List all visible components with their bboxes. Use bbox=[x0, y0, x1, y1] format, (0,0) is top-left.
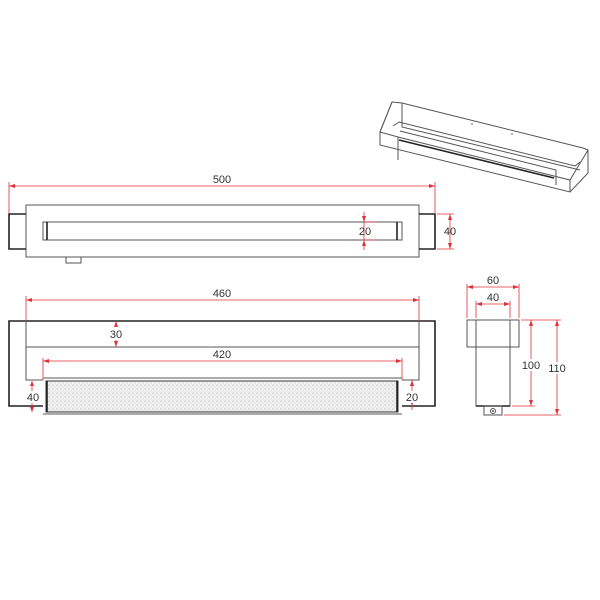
arrow bbox=[448, 243, 452, 249]
top-tab bbox=[65, 256, 82, 264]
side-flange bbox=[466, 319, 520, 348]
front-outer bbox=[8, 320, 436, 407]
label-bg bbox=[546, 362, 568, 374]
top-view: 500 20 40 bbox=[8, 174, 456, 264]
top-left-cap bbox=[8, 213, 26, 250]
label-bg bbox=[106, 327, 126, 340]
dim-label-40-front: 40 bbox=[27, 392, 39, 404]
arrow bbox=[43, 359, 49, 363]
iso-hole bbox=[511, 133, 513, 135]
top-right-cap bbox=[419, 213, 436, 250]
arrow bbox=[396, 359, 402, 363]
iso-hole bbox=[471, 123, 473, 125]
iso-bar bbox=[398, 139, 555, 179]
dim-label-30: 30 bbox=[110, 329, 122, 341]
arrow bbox=[513, 285, 519, 289]
arrow bbox=[413, 298, 419, 302]
iso-edge bbox=[379, 101, 393, 133]
top-slot bbox=[42, 221, 403, 241]
iso-edge bbox=[392, 121, 581, 167]
screw-icon bbox=[490, 408, 496, 414]
arrow bbox=[555, 320, 559, 326]
arrow bbox=[26, 298, 32, 302]
label-bg bbox=[24, 391, 41, 403]
side-view: 60 40 100 110 bbox=[466, 275, 568, 416]
front-inner-right bbox=[402, 321, 420, 381]
iso-outline bbox=[379, 101, 589, 193]
label-bg bbox=[520, 359, 542, 371]
arrow bbox=[9, 184, 15, 188]
dim-label-60: 60 bbox=[487, 275, 499, 287]
arrow bbox=[114, 321, 118, 327]
front-inner-left bbox=[25, 321, 43, 381]
iso-edge bbox=[379, 131, 589, 181]
arrow bbox=[410, 380, 414, 386]
dim-label-40-side: 40 bbox=[487, 292, 499, 304]
front-view: 460 30 420 40 20 bbox=[8, 288, 436, 415]
dim-label-20-top: 20 bbox=[359, 226, 371, 238]
dim-label-420: 420 bbox=[213, 349, 231, 361]
screw-center bbox=[492, 410, 494, 412]
arrow bbox=[476, 302, 482, 306]
arrow bbox=[362, 240, 366, 246]
side-tab bbox=[483, 405, 503, 416]
arrow bbox=[114, 341, 118, 347]
arrow bbox=[529, 400, 533, 406]
iso-edge bbox=[401, 103, 581, 171]
arrow bbox=[362, 216, 366, 222]
side-body bbox=[475, 319, 511, 407]
dim-label-40-top: 40 bbox=[444, 226, 456, 238]
arrow bbox=[555, 409, 559, 415]
label-bg bbox=[403, 391, 421, 403]
arrow bbox=[504, 302, 510, 306]
dim-label-100: 100 bbox=[522, 360, 540, 372]
arrow bbox=[467, 285, 473, 289]
dim-label-110: 110 bbox=[548, 363, 566, 375]
arrow bbox=[30, 407, 34, 412]
iso-edge bbox=[399, 130, 557, 185]
arrow bbox=[529, 320, 533, 326]
arrow bbox=[448, 214, 452, 220]
isometric-view bbox=[379, 101, 589, 193]
arrow bbox=[429, 184, 435, 188]
dim-label-460: 460 bbox=[213, 288, 231, 300]
arrow bbox=[30, 381, 34, 386]
dim-label-500: 500 bbox=[213, 174, 231, 186]
front-hatched-bar bbox=[45, 380, 399, 413]
dim-label-20-front: 20 bbox=[406, 392, 418, 404]
top-body bbox=[25, 204, 420, 258]
